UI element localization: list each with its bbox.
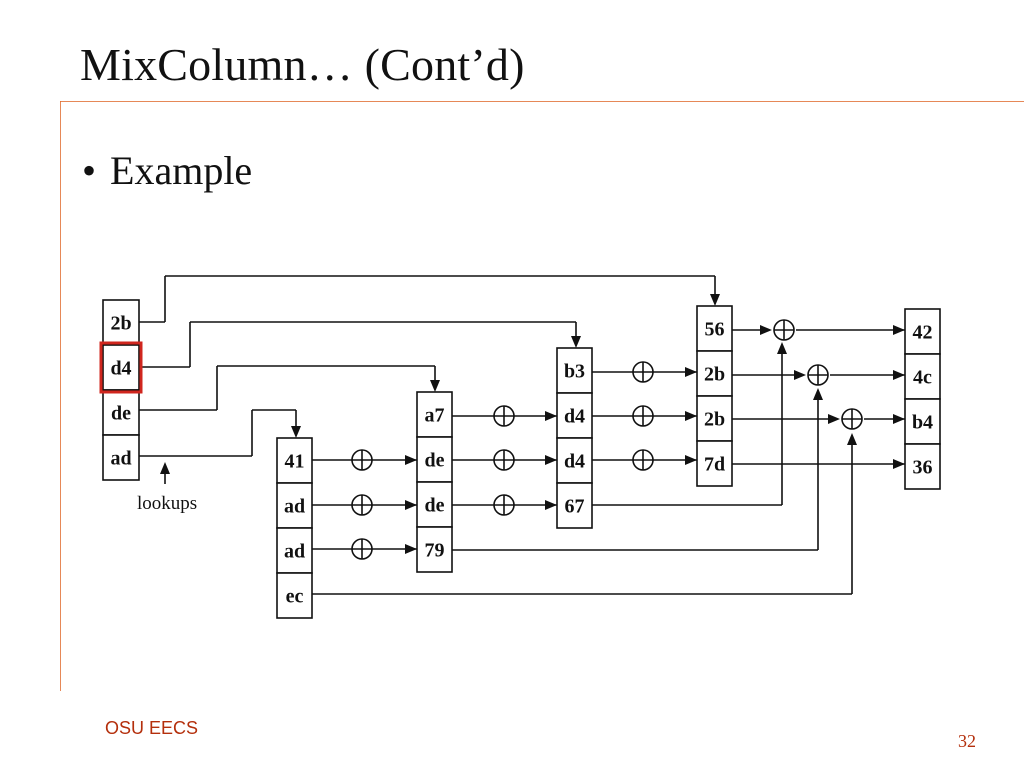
arrowhead-right-icon (685, 411, 697, 421)
arrowhead-right-icon (405, 544, 417, 554)
arrowhead-up-icon (813, 388, 823, 400)
output-column-cell (904, 443, 941, 490)
arrowhead-down-icon (430, 380, 440, 392)
lookup-column-4-cell (696, 350, 733, 397)
arrowhead-up-icon (160, 462, 170, 474)
arrowhead-right-icon (545, 500, 557, 510)
lookup-column-1-value: ad (284, 541, 305, 563)
lookup-column-1-value: ad (284, 496, 305, 518)
output-column-value: 42 (913, 322, 933, 344)
arrowhead-right-icon (893, 325, 905, 335)
lookup-column-4-value: 2b (704, 364, 725, 386)
lookup-column-2-cell (416, 526, 453, 573)
title-divider-line (60, 101, 1024, 102)
highlight-box (99, 341, 143, 394)
lookup-column-4-value: 56 (705, 319, 725, 341)
arrowhead-right-icon (893, 459, 905, 469)
arrowhead-right-icon (545, 411, 557, 421)
arrowhead-right-icon (760, 325, 772, 335)
arrowhead-right-icon (405, 500, 417, 510)
input-column-value: ad (110, 448, 131, 470)
arrowhead-right-icon (685, 455, 697, 465)
output-column-value: 36 (913, 457, 933, 479)
input-column-value: d4 (110, 358, 131, 380)
slide-title: MixColumn… (Cont’d) (80, 39, 525, 90)
output-column-cell (904, 308, 941, 355)
input-column-value: 2b (110, 313, 131, 335)
output-column-cell (904, 398, 941, 445)
lookup-column-3-value: b3 (564, 361, 585, 383)
input-column-cell (102, 434, 140, 481)
output-column-value: 4c (913, 367, 932, 389)
input-column-value: de (111, 403, 131, 425)
arrowhead-down-icon (571, 336, 581, 348)
output-column-value: b4 (912, 412, 933, 434)
arrowhead-up-icon (847, 433, 857, 445)
arrowhead-right-icon (405, 455, 417, 465)
lookup-column-2-cell (416, 481, 453, 528)
lookup-column-1-cell (276, 572, 313, 619)
lookup-column-3-value: d4 (564, 451, 585, 473)
arrowhead-down-icon (710, 294, 720, 306)
lookup-column-3-cell (556, 437, 593, 484)
footer-org: OSU EECS (105, 718, 199, 738)
arrowhead-right-icon (828, 414, 840, 424)
lookup-column-4-value: 7d (704, 454, 725, 476)
lookup-column-4-cell (696, 440, 733, 487)
lookup-column-3-value: 67 (565, 496, 585, 518)
arrowhead-down-icon (291, 426, 301, 438)
lookup-column-3-cell (556, 347, 593, 394)
lookup-column-1-value: 41 (285, 451, 305, 473)
input-column-cell (102, 299, 140, 346)
lookup-column-4-value: 2b (704, 409, 725, 431)
lookup-column-1-cell (276, 482, 313, 529)
input-column-cell (102, 389, 140, 436)
arrowhead-up-icon (777, 342, 787, 354)
lookup-column-2-cell (416, 436, 453, 483)
arrowhead-right-icon (794, 370, 806, 380)
lookup-column-2-value: de (425, 495, 445, 517)
lookup-column-1-value: ec (286, 586, 304, 608)
lookup-column-2-value: de (425, 450, 445, 472)
arrowhead-right-icon (685, 367, 697, 377)
bullet-text: Example (110, 148, 253, 193)
page-number: 32 (958, 731, 976, 751)
lookup-column-3-value: d4 (564, 406, 585, 428)
bullet-dot-icon: • (82, 148, 97, 193)
left-margin-line (60, 101, 61, 691)
lookups-label: lookups (137, 493, 197, 514)
lookup-column-3-cell (556, 482, 593, 529)
arrowhead-right-icon (893, 414, 905, 424)
lookup-column-1-cell (276, 437, 313, 484)
bullet-item: • Example (82, 147, 252, 194)
lookup-column-4-cell (696, 305, 733, 352)
lookup-column-2-value: a7 (425, 405, 445, 427)
arrowhead-right-icon (893, 370, 905, 380)
lookup-column-2-value: 79 (425, 540, 445, 562)
arrowhead-right-icon (545, 455, 557, 465)
